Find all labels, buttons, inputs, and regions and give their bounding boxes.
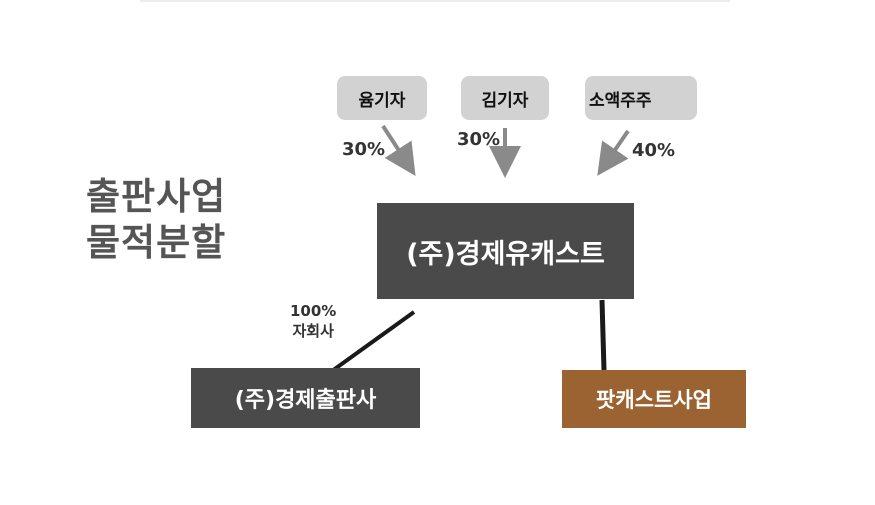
ownership-arrow-3 [597, 129, 630, 176]
shareholder-percent-2: 30% [457, 129, 501, 150]
relation-percent: 100% [290, 302, 337, 320]
title-line-1: 출판사업 [86, 175, 227, 218]
parent-company-box: (주)경제유캐스트 [377, 203, 634, 299]
shareholder-box-2: 김기자 [461, 76, 549, 120]
relation-type: 자회사 [292, 322, 334, 340]
shareholder-box-1: 윰기자 [337, 76, 427, 120]
subsidiary-connector-1 [330, 310, 416, 373]
shareholder-box-3: 소액주주 [585, 76, 697, 120]
diagram-title: 출판사업 물적분할 [86, 174, 226, 266]
title-line-2: 물적분할 [86, 221, 227, 264]
top-divider [140, 0, 730, 2]
subsidiary-box-podcast: 팟캐스트사업 [562, 370, 746, 428]
subsidiary-relation-label: 100% 자회사 [290, 301, 336, 341]
ownership-arrow-1 [381, 124, 416, 177]
subsidiary-connector-2 [599, 299, 607, 371]
shareholder-percent-3: 40% [632, 140, 676, 161]
subsidiary-box-publishing: (주)경제출판사 [191, 368, 420, 428]
shareholder-percent-1: 30% [342, 139, 386, 160]
